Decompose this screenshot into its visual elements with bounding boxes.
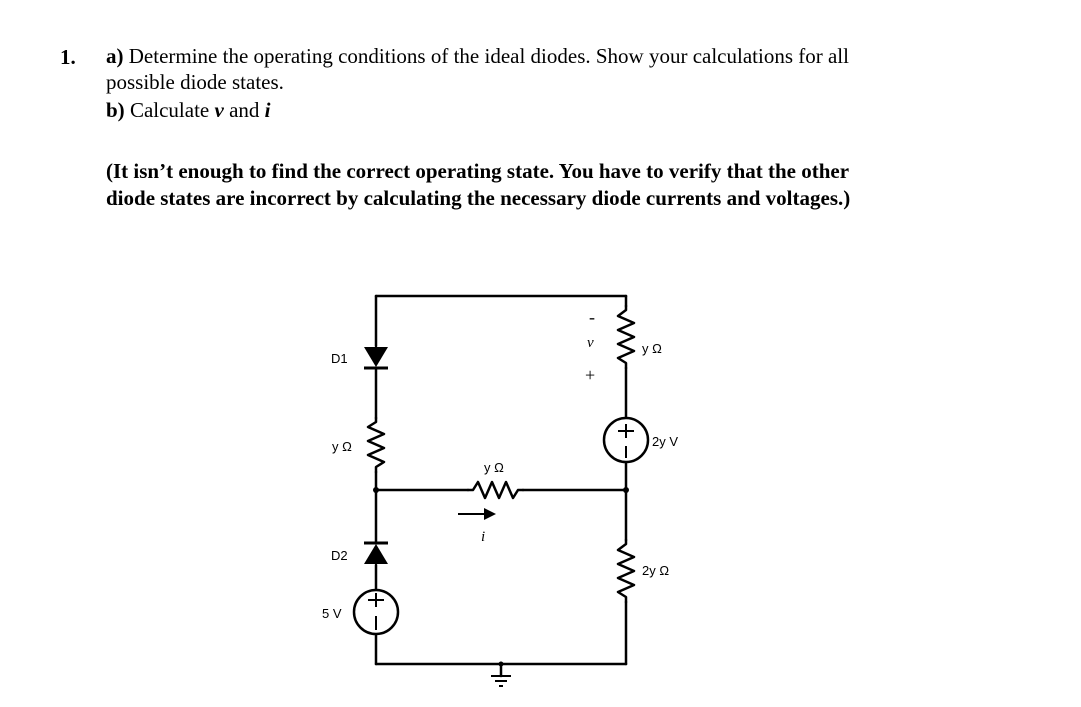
left-resistor (366, 416, 386, 474)
node-ground (498, 661, 504, 667)
node-right-mid (623, 487, 629, 493)
voltage-source-2yv-icon (602, 416, 650, 464)
diode-d1-icon (364, 347, 388, 370)
node-left-mid (373, 487, 379, 493)
part-a-line-2: possible diode states. (106, 69, 284, 95)
part-b-var-v: v (214, 98, 224, 122)
part-a-line-1: a) Determine the operating conditions of… (106, 43, 849, 69)
left-source-label: 5 V (322, 606, 342, 621)
part-b-text: Calculate (129, 98, 210, 122)
left-resistor-label: y Ω (332, 439, 352, 454)
voltage-var-v: v (587, 335, 594, 351)
diode-d2-icon (364, 541, 388, 564)
part-b-var-i: i (264, 98, 271, 122)
question-number: 1. (60, 45, 76, 69)
part-b-label: b) (106, 98, 125, 122)
right-top-resistor-label: y Ω (642, 341, 662, 356)
part-b-and: and (229, 98, 260, 122)
d1-label: D1 (331, 351, 348, 366)
right-bottom-resistor (616, 538, 636, 604)
d2-label: D2 (331, 548, 348, 563)
note-line-2: diode states are incorrect by calculatin… (106, 186, 851, 210)
right-source-label: 2y V (652, 434, 678, 449)
part-a-text-2: possible diode states. (106, 70, 284, 94)
voltage-plus-sign: + (585, 365, 595, 385)
current-arrow-icon (458, 508, 496, 520)
right-top-resistor (616, 304, 636, 370)
middle-resistor-label: y Ω (484, 460, 504, 475)
part-a-label: a) (106, 44, 124, 68)
right-bottom-resistor-label: 2y Ω (642, 563, 669, 578)
current-var-i: i (481, 529, 485, 545)
middle-resistor (466, 480, 525, 500)
part-a-text-1: Determine the operating conditions of th… (128, 44, 849, 68)
note-line-1: (It isn’t enough to find the correct ope… (106, 159, 850, 183)
voltage-source-5v-icon (352, 588, 400, 636)
ground-icon (491, 675, 511, 687)
part-b-line: b) Calculate v and i (106, 97, 270, 123)
voltage-minus-sign: - (589, 307, 595, 327)
